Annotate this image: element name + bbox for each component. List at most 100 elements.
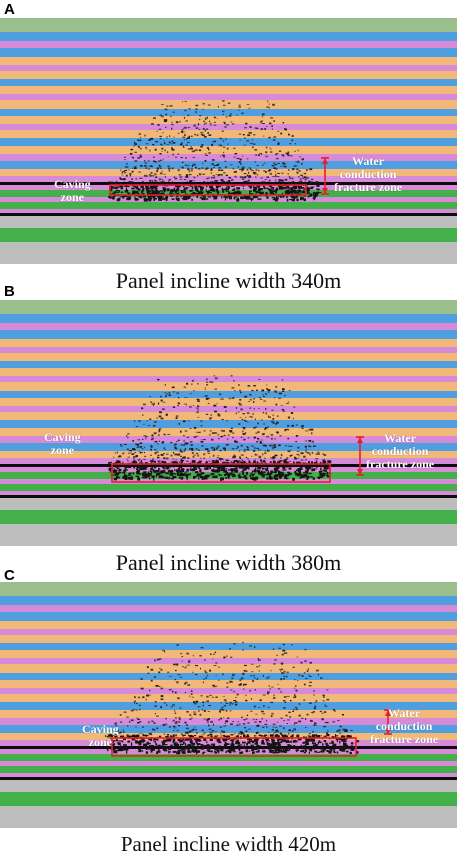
caving-zone-line-2: zone — [88, 735, 112, 749]
stratum-layer — [0, 596, 457, 605]
caving-zone-line-2: zone — [60, 190, 84, 204]
fracture-zone-line-1: Water — [384, 431, 417, 445]
stratum-layer — [0, 780, 457, 792]
stratum-layer — [0, 376, 457, 382]
stratum-layer — [0, 498, 457, 510]
caving-zone-line-1: Caving — [54, 177, 91, 191]
stratum-layer — [0, 406, 457, 412]
stratum-layer — [0, 32, 457, 41]
stratum-layer — [0, 777, 457, 780]
stratum-layer — [0, 314, 457, 323]
stratum-layer — [0, 491, 457, 495]
stratum-layer — [0, 464, 457, 467]
overlay — [108, 375, 364, 483]
panel-caption: Panel incline width 380m — [115, 550, 342, 575]
stratum-layer — [0, 718, 457, 725]
caving-zone-line-2: zone — [50, 443, 74, 457]
stratum-layer — [0, 41, 457, 48]
fracture-zone-label: Water conduction fracture zone — [370, 707, 438, 746]
stratum-layer — [0, 330, 457, 339]
stratum-layer — [0, 176, 457, 182]
stratum-layer — [0, 621, 457, 629]
stratum-layer — [0, 806, 457, 828]
strata — [0, 300, 457, 546]
stratum-layer — [0, 420, 457, 428]
overlay — [105, 641, 392, 757]
stratum-layer — [0, 339, 457, 347]
stratum-layer — [0, 658, 457, 664]
stratum-layer — [0, 629, 457, 635]
fracture-zone-line-1: Water — [352, 154, 385, 168]
stratum-layer — [0, 323, 457, 330]
caving-zone-label: Caving zone — [54, 178, 91, 204]
stratum-layer — [0, 635, 457, 643]
fracture-zone-line-2: conduction — [339, 167, 397, 181]
stratum-layer — [0, 368, 457, 376]
stratum-layer — [0, 754, 457, 761]
fracture-zone-line-3: fracture zone — [366, 457, 435, 471]
stratum-layer — [0, 347, 457, 353]
fracture-zone-line-1: Water — [388, 706, 421, 720]
stratum-layer — [0, 582, 457, 596]
fracture-field — [108, 100, 322, 202]
stratum-layer — [0, 746, 457, 749]
stratum-layer — [0, 792, 457, 806]
stratum-layer — [0, 688, 457, 694]
stratum-layer — [0, 612, 457, 621]
caving-zone-label: Caving zone — [82, 723, 119, 749]
stratum-layer — [0, 510, 457, 524]
stratum-layer — [0, 202, 457, 209]
stratum-layer — [0, 664, 457, 673]
simulation-image: Caving zone Water conduction fracture zo… — [0, 300, 457, 546]
stratum-layer — [0, 65, 457, 71]
stratum-layer — [0, 766, 457, 773]
stratum-layer — [0, 86, 457, 94]
stratum-layer — [0, 643, 457, 650]
stratum-layer — [0, 300, 457, 314]
stratum-layer — [0, 124, 457, 130]
stratum-layer — [0, 428, 457, 436]
panel-caption: Panel incline width 340m — [115, 268, 342, 293]
stratum-layer — [0, 116, 457, 124]
caving-zone-label: Caving zone — [44, 431, 81, 457]
fracture-zone-arrow — [321, 157, 329, 195]
fracture-zone-line-3: fracture zone — [334, 180, 403, 194]
fracture-field — [108, 375, 334, 481]
stratum-layer — [0, 216, 457, 228]
stratum-layer — [0, 702, 457, 710]
stratum-layer — [0, 57, 457, 65]
stratum-layer — [0, 228, 457, 242]
simulation-image: Caving zone Water conduction fracture zo… — [0, 18, 457, 264]
stratum-layer — [0, 673, 457, 680]
stratum-layer — [0, 109, 457, 116]
stratum-layer — [0, 79, 457, 86]
stratum-layer — [0, 773, 457, 777]
stratum-layer — [0, 761, 457, 766]
stratum-layer — [0, 353, 457, 361]
stratum-layer — [0, 451, 457, 458]
fracture-zone-line-2: conduction — [375, 719, 433, 733]
fracture-zone-arrow — [356, 436, 364, 476]
caving-zone-box — [109, 184, 307, 196]
stratum-layer — [0, 436, 457, 443]
stratum-layer — [0, 605, 457, 612]
panel-label: A — [4, 1, 15, 18]
caving-zone-box — [111, 463, 331, 483]
stratum-layer — [0, 398, 457, 406]
stratum-layer — [0, 169, 457, 176]
caving-zone-line-1: Caving — [82, 722, 119, 736]
stratum-layer — [0, 361, 457, 368]
stratum-layer — [0, 213, 457, 216]
overlay — [108, 100, 329, 202]
stratum-layer — [0, 443, 457, 451]
fracture-zone-label: Water conduction fracture zone — [334, 155, 402, 194]
fracture-zone-line-3: fracture zone — [370, 732, 439, 746]
stratum-layer — [0, 197, 457, 202]
strata — [0, 582, 457, 828]
stratum-layer — [0, 524, 457, 546]
stratum-layer — [0, 130, 457, 138]
panel-label: C — [4, 567, 15, 584]
stratum-layer — [0, 18, 457, 32]
stratum-layer — [0, 242, 457, 264]
stratum-layer — [0, 100, 457, 109]
